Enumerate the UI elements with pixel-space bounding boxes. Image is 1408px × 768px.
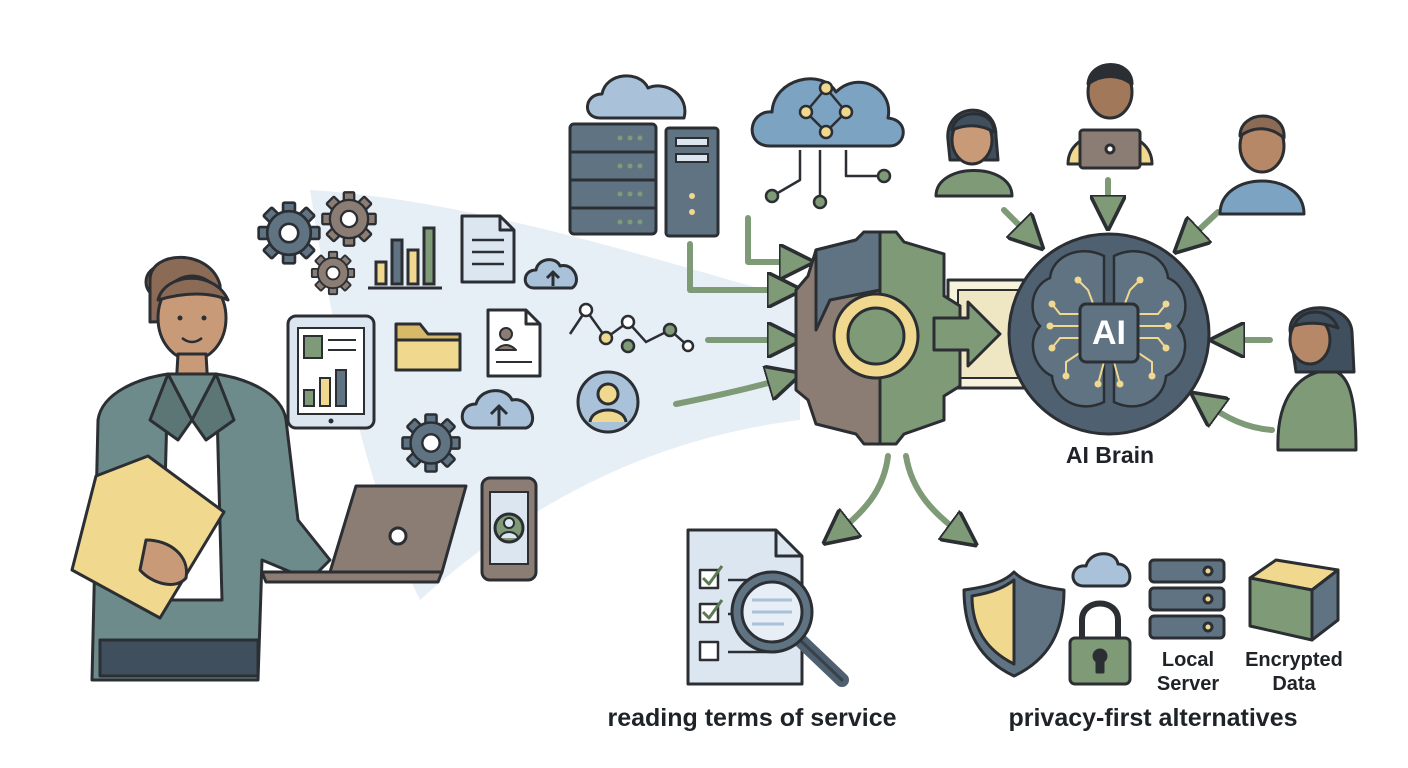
person-icon bbox=[1218, 114, 1306, 216]
cloud-upload-icon bbox=[460, 389, 534, 430]
gear-icon bbox=[401, 413, 461, 473]
flow-arrows bbox=[673, 215, 798, 407]
tablet-icon bbox=[286, 314, 376, 430]
shield-icon bbox=[962, 570, 1066, 678]
gear-icon bbox=[310, 250, 356, 296]
reading-terms-of-service-label: reading terms of service bbox=[607, 704, 897, 732]
folder-icon bbox=[394, 322, 462, 372]
ai-brain-icon: AI bbox=[1007, 232, 1211, 436]
padlock-icon bbox=[1068, 600, 1132, 686]
encrypted-cube-icon bbox=[1248, 558, 1340, 642]
bar-chart-icon bbox=[368, 226, 442, 290]
gear-icon bbox=[257, 201, 321, 265]
person-icon bbox=[1276, 306, 1358, 452]
document-icon bbox=[460, 214, 516, 284]
cloud-network-icon bbox=[750, 77, 905, 210]
cloud-icon bbox=[1071, 552, 1132, 588]
laptop-icon bbox=[260, 484, 468, 584]
output-arrows bbox=[836, 453, 964, 536]
ai-chip-label: AI bbox=[1092, 314, 1126, 352]
woman-presenter-icon bbox=[70, 255, 332, 682]
server-rack-icon bbox=[568, 122, 720, 238]
encrypted-data-label: Encrypted Data bbox=[1245, 649, 1343, 695]
document-icon bbox=[486, 308, 542, 378]
person-icon bbox=[1066, 63, 1154, 170]
ai-brain-label: AI Brain bbox=[1065, 442, 1155, 468]
local-server-label: Local Server bbox=[1156, 649, 1220, 695]
smartphone-icon bbox=[480, 476, 538, 582]
magnifier-icon bbox=[730, 570, 849, 687]
user-avatar-icon bbox=[576, 370, 640, 434]
people-arrows bbox=[1001, 177, 1275, 433]
person-icon bbox=[934, 108, 1014, 198]
cloud-icon bbox=[586, 74, 687, 120]
processing-gear-icon bbox=[794, 230, 1036, 446]
privacy-first-alternatives-label: privacy-first alternatives bbox=[1008, 704, 1298, 732]
gear-icon bbox=[321, 191, 377, 247]
cloud-upload-icon bbox=[523, 258, 578, 290]
server-rack-icon bbox=[1148, 558, 1226, 640]
network-icon bbox=[568, 302, 695, 354]
